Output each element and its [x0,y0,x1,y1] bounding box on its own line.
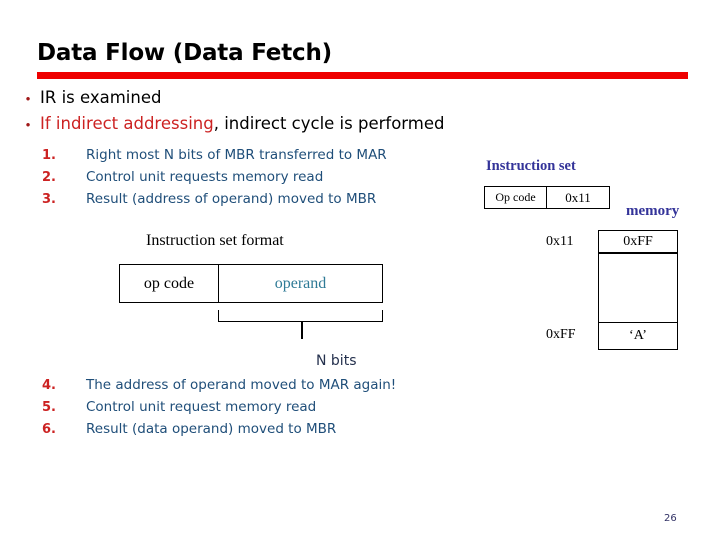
page-number: 26 [664,513,677,524]
page-title: Data Flow (Data Fetch) [37,40,332,66]
instruction-format-diagram: op code operand [119,264,383,303]
memory-cell-empty [599,254,677,323]
instruction-format-field-operand: operand [274,274,327,292]
memory-table: 0xFF ‘A’ [598,230,678,350]
step-number: 5. [42,400,56,415]
bullet-emphasis-text: If indirect addressing [40,114,214,133]
nbits-annotation: N bits [316,353,357,369]
step-number: 1. [42,148,56,163]
steps-list-bottom: 4. The address of operand moved to MAR a… [42,377,396,443]
memory-cell-value-bottom: ‘A’ [629,327,647,343]
steps-list-top: 1. Right most N bits of MBR transferred … [42,147,387,213]
instruction-format-caption: Instruction set format [146,232,284,249]
step-label: The address of operand moved to MAR agai… [86,377,397,393]
instruction-format-field-opcode: op code [120,265,219,302]
list-item: 4. The address of operand moved to MAR a… [42,377,396,399]
memory-address-label-bottom: 0xFF [546,327,576,342]
list-item: 3. Result (address of operand) moved to … [42,191,387,213]
bullet-item-indirect-addressing: • If indirect addressing, indirect cycle… [16,112,576,138]
list-item: 1. Right most N bits of MBR transferred … [42,147,387,169]
memory-address-label-top: 0x11 [546,234,574,249]
list-item: 6. Result (data operand) moved to MBR [42,421,396,443]
bullet-item-label: IR is examined [40,88,161,107]
operand-span-bracket [218,310,383,322]
instruction-set-cell-operand-value: 0x11 [565,189,591,205]
step-label: Right most N bits of MBR transferred to … [86,147,387,163]
step-label: Result (data operand) moved to MBR [86,421,337,437]
list-item: 2. Control unit requests memory read [42,169,387,191]
step-label: Control unit requests memory read [86,169,324,185]
step-number: 6. [42,422,56,437]
bullet-list: • IR is examined • If indirect addressin… [16,86,576,138]
step-number: 3. [42,192,56,207]
instruction-set-diagram: Op code 0x11 [484,186,610,209]
list-item: 5. Control unit request memory read [42,399,396,421]
step-number: 2. [42,170,56,185]
bullet-item-ir-examined: • IR is examined [16,86,576,112]
operand-bracket-stem [301,322,303,339]
memory-caption: memory [626,203,680,219]
instruction-set-caption: Instruction set [486,158,576,174]
bullet-marker-icon: • [25,91,31,106]
step-number: 4. [42,378,56,393]
bullet-text-plain: , indirect cycle is performed [213,114,445,133]
instruction-set-cell-opcode: Op code [485,187,547,208]
step-label: Control unit request memory read [86,399,317,415]
bullet-marker-icon: • [25,117,31,132]
memory-cell-value-top: 0xFF [599,231,677,254]
bullet-item-label: If indirect addressing, indirect cycle i… [40,114,445,133]
title-underline-rule [37,72,688,79]
step-label: Result (address of operand) moved to MBR [86,191,377,207]
bullet-text-plain: IR is examined [40,88,162,107]
